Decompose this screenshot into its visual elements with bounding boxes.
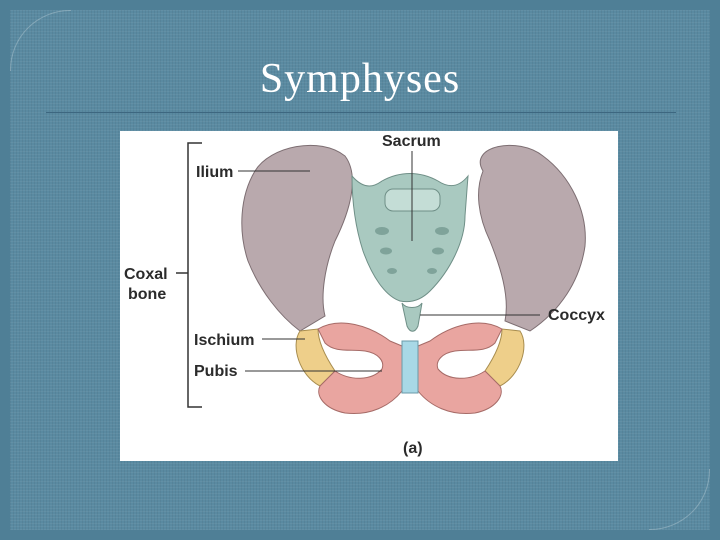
pelvis-figure: Sacrum Ilium Coxal bone Ischium Pubis Co… (120, 131, 618, 461)
left-ilium (241, 144, 353, 332)
right-ilium (478, 144, 586, 332)
label-ilium: Ilium (196, 164, 233, 181)
pelvis-illustration: Sacrum Ilium Coxal bone Ischium Pubis Co… (124, 133, 605, 457)
label-coxal-line2: bone (128, 286, 166, 303)
label-sacrum: Sacrum (382, 133, 441, 150)
slide-title: Symphyses (259, 56, 461, 102)
left-pubis (317, 322, 403, 415)
label-coxal-line1: Coxal (124, 266, 168, 283)
coccyx (401, 302, 423, 332)
pubic-symphysis (401, 340, 419, 394)
right-pubis (417, 322, 503, 415)
label-ischium: Ischium (194, 332, 254, 349)
label-panel-a: (a) (403, 440, 423, 457)
title-divider (46, 112, 676, 113)
label-coccyx: Coccyx (548, 307, 605, 324)
label-pubis: Pubis (194, 363, 238, 380)
sacral-foramina (375, 227, 449, 274)
coxal-bone-bracket (187, 142, 202, 408)
